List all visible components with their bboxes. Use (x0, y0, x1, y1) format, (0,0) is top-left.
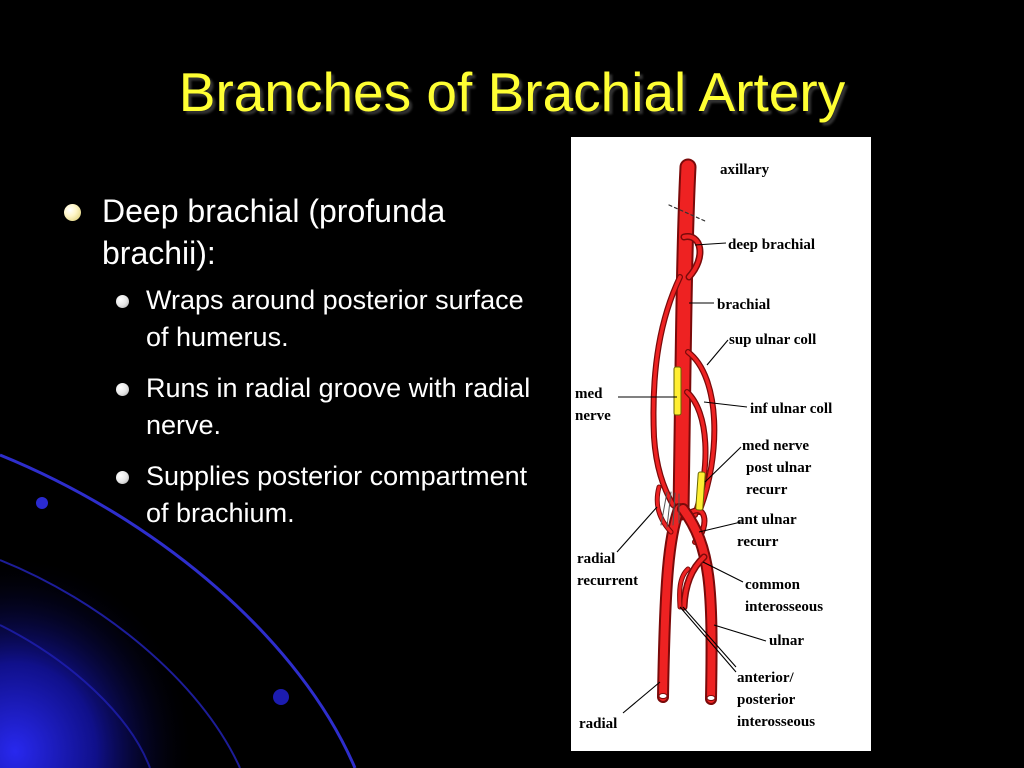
label-post-ulnar-recurr-2: recurr (746, 482, 788, 498)
sub-bullet-text: Runs in radial groove with radial nerve. (146, 373, 531, 440)
bullet-list: Deep brachial (profunda brachii): Wraps … (62, 190, 532, 546)
sub-bullet-dot (116, 471, 129, 484)
leader-ant-ulnar-recurr (698, 521, 742, 533)
leader-med-nerve-right (704, 446, 742, 483)
sub-bullet: Runs in radial groove with radial nerve. (112, 370, 532, 444)
sub-bullet-dot (116, 295, 129, 308)
leader-radial (622, 681, 661, 714)
radial-recurrent (655, 485, 673, 534)
label-ant-post-interosseous-3: interosseous (737, 714, 815, 730)
label-inf-ulnar-coll: inf ulnar coll (750, 401, 832, 417)
bullet-dot (64, 204, 81, 221)
bullet-main-text: Deep brachial (profunda brachii): (102, 193, 446, 271)
label-common-interosseous-2: interosseous (745, 599, 823, 615)
leader-common-interosseous (702, 561, 744, 583)
deep-brachial-descending (651, 275, 682, 507)
label-axillary: axillary (720, 162, 770, 178)
label-ulnar: ulnar (769, 633, 804, 649)
sup-ulnar-collateral (686, 350, 717, 514)
swirl-dot-1 (36, 497, 48, 509)
label-sup-ulnar-coll: sup ulnar coll (729, 332, 816, 348)
label-deep-brachial: deep brachial (728, 237, 815, 253)
sub-bullet-dot (116, 383, 129, 396)
swirl-glow (0, 440, 300, 768)
label-radial: radial (579, 716, 617, 732)
sub-bullet-text: Wraps around posterior surface of humeru… (146, 285, 524, 352)
label-ant-ulnar-recurr-2: recurr (737, 534, 779, 550)
brachial-artery (674, 160, 695, 519)
leader-ant-post-interosseous (679, 606, 737, 673)
leader-lines (616, 242, 767, 714)
label-med-nerve-left-2: nerve (575, 408, 611, 424)
swirl-arc-3 (0, 624, 151, 768)
slide-title: Branches of Brachial Artery (178, 61, 846, 123)
sub-bullet: Wraps around posterior surface of humeru… (112, 282, 532, 356)
leader-deep-brachial (694, 242, 727, 246)
deep-brachial-artery (682, 234, 702, 279)
common-interosseous (682, 555, 706, 609)
label-radial-recurrent-2: recurrent (577, 573, 638, 589)
label-post-ulnar-recurr-1: post ulnar (746, 460, 812, 476)
leader-sup-ulnar-coll (706, 339, 729, 366)
median-nerve-upper (673, 366, 682, 416)
leader-ulnar (713, 624, 767, 642)
median-nerve-lower (695, 471, 706, 511)
bullet-main: Deep brachial (profunda brachii): (62, 190, 532, 274)
label-brachial: brachial (717, 297, 770, 313)
ulnar-end (706, 695, 716, 701)
artery-diagram: axillary deep brachial brachial sup ulna… (571, 137, 871, 751)
radial-artery (659, 505, 683, 701)
swirl-arc-2 (0, 559, 241, 768)
label-ant-ulnar-recurr-1: ant ulnar (737, 512, 797, 528)
label-med-nerve-left-1: med (575, 386, 603, 402)
sub-bullet-list: Wraps around posterior surface of humeru… (62, 282, 532, 532)
sub-bullet-text: Supplies posterior compartment of brachi… (146, 461, 528, 528)
axillary-boundary-mark (668, 204, 706, 222)
tendon-fibers (660, 491, 680, 528)
swirl-dot-2 (273, 689, 289, 705)
label-ant-post-interosseous-2: posterior (737, 692, 796, 708)
leader-radial-recurrent (616, 506, 658, 553)
label-common-interosseous-1: common (745, 577, 801, 593)
swirl-arc-1 (0, 453, 357, 768)
leader-inf-ulnar-coll (703, 401, 748, 408)
radial-end (658, 693, 668, 699)
ulnar-artery (679, 505, 716, 703)
label-radial-recurrent-1: radial (577, 551, 615, 567)
label-ant-post-interosseous-1: anterior/ (737, 670, 794, 686)
sub-bullet: Supplies posterior compartment of brachi… (112, 458, 532, 532)
posterior-interosseous (678, 567, 690, 609)
artery-diagram-svg: axillary deep brachial brachial sup ulna… (575, 158, 832, 732)
label-med-nerve-right: med nerve (742, 438, 809, 454)
